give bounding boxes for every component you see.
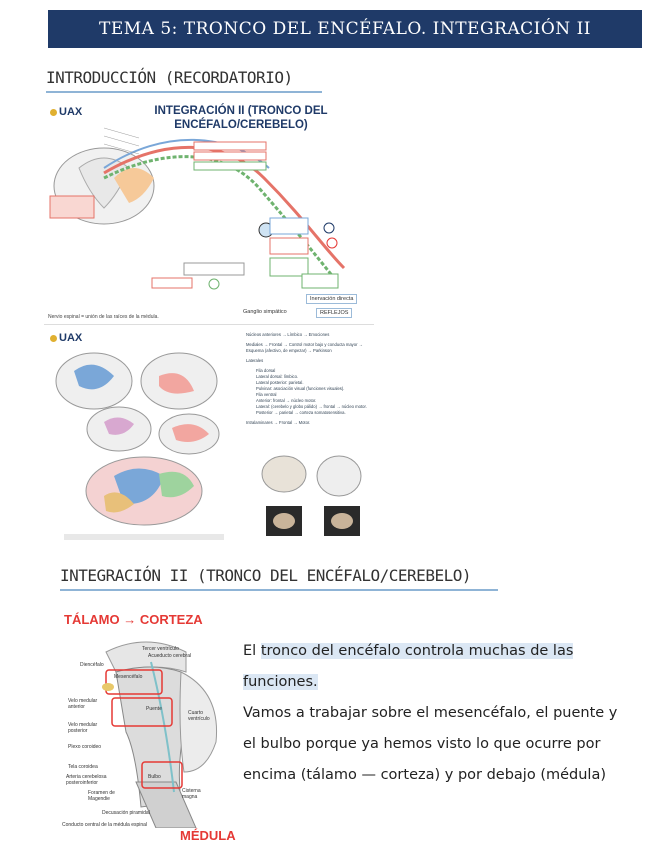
slide-integration-diagram: UAX INTEGRACIÓN II (TRONCO DEL ENCÉFALO/… <box>44 98 374 325</box>
label-choroid-plexus: Plexo coroideo <box>68 744 102 750</box>
label-central-canal: Conducto central de la médula espinal <box>62 822 148 828</box>
tag-ganglion: Ganglio simpático <box>240 308 290 316</box>
bullet-item: Intralaminares → Frontal → Motor. <box>246 420 311 425</box>
slide-title: INTEGRACIÓN II (TRONCO DEL ENCÉFALO/CERE… <box>154 105 328 131</box>
label-magendie: Foramen de Magendie <box>88 790 115 802</box>
uax-logo: UAX <box>50 106 82 118</box>
label-medulla: Bulbo <box>148 774 161 780</box>
bullet-item: Fila dorsal <box>256 368 276 373</box>
label-tela-choroidea: Tela coroidea <box>68 764 98 770</box>
body-line-1: El tronco del encéfalo controla muchas d… <box>243 643 574 659</box>
header-title: TEMA 5: TRONCO DEL ENCÉFALO. INTEGRACIÓN… <box>98 19 591 39</box>
bullet-item: Lateral dorsal: límbico. <box>256 374 299 379</box>
label-pons: Puente <box>146 706 162 712</box>
label-posterior-velum: Velo medular posterior <box>68 722 98 734</box>
brainstem-diagram <box>102 641 218 828</box>
slide-caption: Nervio espinal = unión de las raíces de … <box>48 314 159 320</box>
intro-underline <box>46 91 322 93</box>
bullet-item: Fila ventral <box>256 392 277 397</box>
slide-thalamus: UAX <box>44 326 374 548</box>
thalamus-brain-figures <box>55 352 362 540</box>
tag-reflex: REFLEJOS <box>316 308 353 318</box>
tag-direct: Inervación directa <box>306 294 358 304</box>
thalamus-bullets: Núcleos anteriores → Límbico → Emociones… <box>246 332 381 430</box>
body-text: El tronco del encéfalo controla muchas d… <box>243 636 623 791</box>
label-pica: Arteria cerebelosa posteroinferior <box>66 774 107 786</box>
bullet-item: Mediales → Frontal → Control motor bajo … <box>246 342 363 353</box>
label-diencephalon: Diencéfalo <box>80 662 104 668</box>
medulla-label: MÉDULA <box>180 828 236 843</box>
body-line-2: funciones. <box>243 674 318 690</box>
integration-heading: INTEGRACIÓN II (TRONCO DEL ENCÉFALO/CERE… <box>60 566 471 585</box>
bullet-item: Lateral: (cerebelo y globo pálido) → fro… <box>256 404 367 409</box>
label-anterior-velum: Velo medular anterior <box>68 698 98 710</box>
uax-logo-2: UAX <box>50 332 82 344</box>
bullet-item: Pulvinar: asociación visual (funciones v… <box>256 386 345 391</box>
bullet-item: Posterior → parietal → corteza somatosen… <box>256 410 346 415</box>
label-cisterna: Cisterna magna <box>182 788 201 800</box>
label-mesencephalon: Mesencéfalo <box>114 674 143 680</box>
thalamus-cortex-label: TÁLAMO → CORTEZA <box>64 612 203 627</box>
header-banner: TEMA 5: TRONCO DEL ENCÉFALO. INTEGRACIÓN… <box>48 10 642 48</box>
label-third-ventricle: Tercer ventrículo <box>142 646 179 652</box>
intro-heading: INTRODUCCIÓN (RECORDATORIO) <box>46 68 293 87</box>
label-fourth-ventricle: Cuarto ventrículo <box>188 710 210 722</box>
integration-underline <box>60 589 498 591</box>
bullet-item: Anterior: frontal → núcleo motor. <box>256 398 317 403</box>
label-aqueduct: Acueducto cerebral <box>148 653 192 659</box>
body-paragraph-2: Vamos a trabajar sobre el mesencéfalo, e… <box>243 705 618 783</box>
bullet-item: Núcleos anteriores → Límbico → Emociones <box>246 332 330 337</box>
bullet-item: Laterales <box>246 358 264 363</box>
bullet-item: Lateral posterior: parietal. <box>256 380 304 385</box>
label-decussation: Decusación piramidal <box>102 810 150 816</box>
spinal-cord-diagram <box>49 127 346 290</box>
